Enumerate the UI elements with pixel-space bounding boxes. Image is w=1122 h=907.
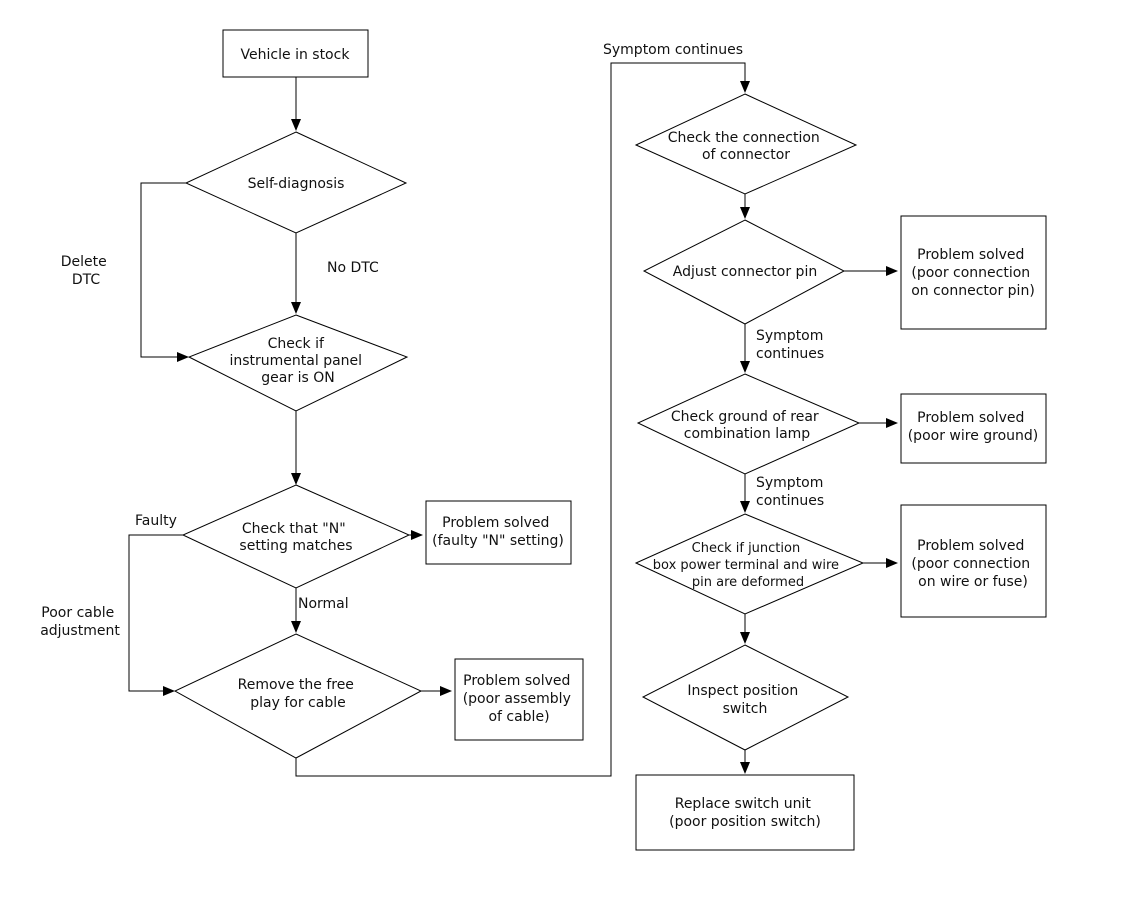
node-check-gear-on-diamond	[187, 314, 409, 412]
edge-delete-dtc-loop	[140, 182, 189, 358]
node-check-junction-box-diamond	[634, 513, 865, 615]
node-check-n-setting-label: Check that "N" setting matches	[239, 521, 352, 554]
node-solved-wire-fuse-box	[900, 504, 1047, 618]
edge-label-no-dtc: No DTC	[327, 260, 379, 276]
arrowhead-right	[163, 686, 175, 696]
node-self-diagnosis-diamond	[184, 131, 408, 234]
edge-poor-cable-loop	[128, 534, 183, 692]
node-solved-wire-fuse-label: Problem solved (poor connection on wire …	[911, 538, 1034, 590]
arrowhead-right	[177, 352, 189, 362]
node-self-diagnosis-label: Self-diagnosis	[248, 176, 345, 192]
edge-label-poor-cable-adjustment: Poor cable adjustment	[40, 605, 120, 639]
arrowhead-down	[740, 81, 750, 93]
node-adjust-connector-pin: Adjust connector pin	[642, 219, 846, 325]
node-check-connector-label: Check the connection of connector	[668, 130, 825, 163]
node-check-ground-label: Check ground of rear combination lamp	[671, 409, 823, 442]
node-check-n-setting: Check that "N" setting matches	[181, 484, 411, 589]
arrowhead-right	[886, 418, 898, 428]
node-solved-cable-assembly-label: Problem solved (poor assembly of cable)	[463, 673, 576, 725]
edge-label-symptom-continues-2: Symptom continues	[756, 475, 828, 509]
node-check-gear-on: Check if instrumental panel gear is ON	[187, 314, 409, 412]
node-check-connector-diamond	[634, 93, 858, 195]
node-vehicle-in-stock-box	[222, 29, 369, 78]
node-solved-cable-assembly: Problem solved (poor assembly of cable)	[454, 658, 584, 741]
arrowhead-down	[740, 361, 750, 373]
node-check-gear-on-label: Check if instrumental panel gear is ON	[229, 336, 366, 386]
arrowhead-right	[886, 266, 898, 276]
arrowheads	[163, 81, 898, 774]
node-inspect-position-switch-diamond	[641, 644, 850, 751]
arrowhead-right	[411, 530, 423, 540]
node-solved-n-setting-box	[425, 500, 572, 565]
arrowhead-down	[291, 119, 301, 131]
edge-label-normal: Normal	[298, 596, 349, 612]
node-solved-wire-ground: Problem solved (poor wire ground)	[900, 393, 1047, 464]
node-check-ground: Check ground of rear combination lamp	[636, 373, 861, 475]
node-solved-connector-pin: Problem solved (poor connection on conne…	[900, 215, 1047, 330]
arrowhead-down	[291, 302, 301, 314]
node-solved-wire-ground-label: Problem solved (poor wire ground)	[908, 410, 1039, 444]
node-solved-connector-pin-label: Problem solved (poor connection on conne…	[911, 247, 1035, 299]
node-remove-free-play: Remove the free play for cable	[173, 633, 423, 759]
node-solved-wire-ground-box	[900, 393, 1047, 464]
arrowhead-down	[740, 632, 750, 644]
node-remove-free-play-label: Remove the free play for cable	[238, 677, 359, 711]
connectors	[128, 62, 887, 777]
node-check-ground-diamond	[636, 373, 861, 475]
node-solved-cable-assembly-box	[454, 658, 584, 741]
arrowhead-down	[291, 473, 301, 485]
node-inspect-position-switch-label: Inspect position switch	[687, 683, 802, 717]
node-check-n-setting-diamond	[181, 484, 411, 589]
node-replace-switch-unit-label: Replace switch unit (poor position switc…	[669, 796, 821, 830]
node-remove-free-play-diamond	[173, 633, 423, 759]
arrowhead-down	[740, 207, 750, 219]
node-check-connector: Check the connection of connector	[634, 93, 858, 195]
node-check-junction-box: Check if junction box power terminal and…	[634, 513, 865, 615]
node-inspect-position-switch: Inspect position switch	[641, 644, 850, 751]
node-solved-connector-pin-box	[900, 215, 1047, 330]
arrowhead-right	[440, 686, 452, 696]
arrowhead-down	[740, 501, 750, 513]
node-adjust-connector-pin-label: Adjust connector pin	[673, 264, 817, 280]
node-solved-n-setting: Problem solved (faulty "N" setting)	[425, 500, 572, 565]
arrowhead-down	[740, 762, 750, 774]
arrowhead-down	[291, 621, 301, 633]
edge-label-faulty: Faulty	[135, 513, 177, 529]
node-replace-switch-unit: Replace switch unit (poor position switc…	[635, 774, 855, 851]
edge-label-delete-dtc: Delete DTC	[61, 254, 111, 288]
node-replace-switch-unit-box	[635, 774, 855, 851]
node-vehicle-in-stock: Vehicle in stock	[222, 29, 369, 78]
edge-labels: Delete DTC No DTC Faulty Normal Poor cab…	[40, 42, 828, 639]
node-adjust-connector-pin-diamond	[642, 219, 846, 325]
node-vehicle-in-stock-label: Vehicle in stock	[241, 47, 351, 63]
node-solved-n-setting-label: Problem solved (faulty "N" setting)	[432, 515, 564, 549]
edge-label-symptom-continues-1: Symptom continues	[756, 328, 828, 362]
edge-freeplay-to-right-column	[295, 62, 746, 777]
node-self-diagnosis: Self-diagnosis	[184, 131, 408, 234]
edge-label-symptom-continues-top: Symptom continues	[603, 42, 743, 58]
node-check-junction-box-label: Check if junction box power terminal and…	[653, 541, 843, 590]
node-solved-wire-fuse: Problem solved (poor connection on wire …	[900, 504, 1047, 618]
arrowhead-right	[886, 558, 898, 568]
